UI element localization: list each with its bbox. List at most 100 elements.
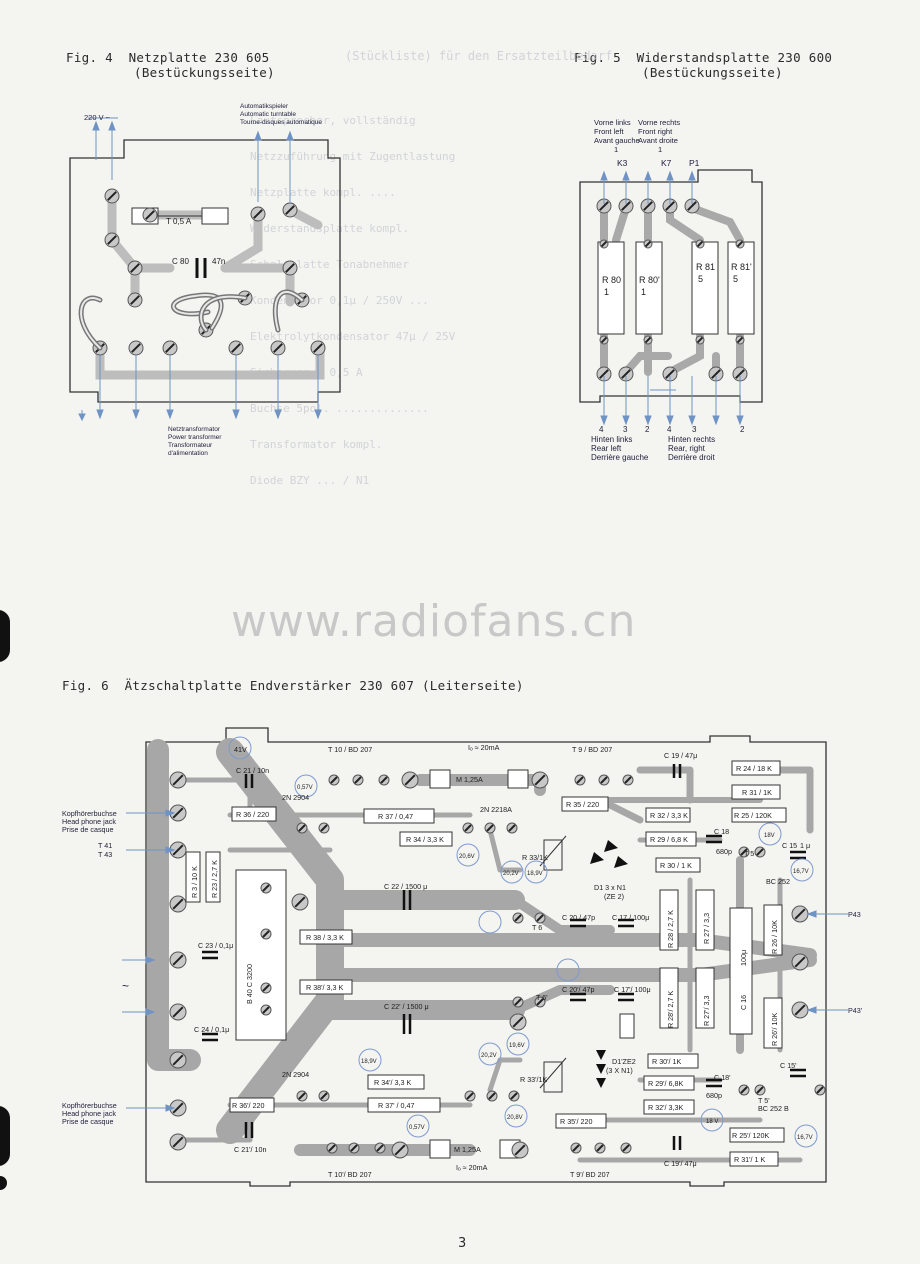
svg-text:Kondensator 0,1μ / 250V ...: Kondensator 0,1μ / 250V ...: [250, 294, 429, 307]
fig4-pad: [162, 340, 178, 356]
fig6-pad: [791, 953, 809, 971]
fig4-pad: [250, 206, 266, 222]
r35-label: R 35 / 220: [566, 800, 599, 809]
d1-label: D1 3 x N1: [594, 883, 626, 892]
k7-label: K7: [661, 158, 672, 168]
r29-label: R 29 / 6,8 K: [650, 835, 688, 844]
fig6-small-pad: [464, 1090, 476, 1102]
bottom-num-4r: 4: [667, 425, 672, 434]
punch-hole-bottom: [0, 1106, 10, 1166]
headphone-label-en: Head phone jack: [62, 817, 116, 826]
c17p-label: C 17'/ 100μ: [614, 985, 651, 994]
r37p-label: R 37' / 0,47: [378, 1101, 415, 1110]
r27-label: R 27 / 3,3: [702, 913, 711, 944]
v18-label: 18V: [764, 833, 775, 839]
r38p-label: R 38'/ 3,3 K: [306, 983, 344, 992]
turntable-label-fr: Tourne-disques automatique: [240, 119, 322, 126]
fig6-arrows: [122, 809, 848, 1112]
fig4-pad: [270, 340, 286, 356]
fig6-small-pad: [296, 822, 308, 834]
r81p-label: R 81': [731, 262, 752, 272]
svg-text:Buchse 5pol. ..............: Buchse 5pol. ..............: [250, 402, 429, 415]
k3-label: K3: [617, 158, 628, 168]
fig6-pad: [169, 1099, 187, 1117]
rear-left-de: Hinten links: [591, 435, 632, 444]
t9p-label: T 9'/ BD 207: [570, 1170, 610, 1179]
watermark: www.radiofans.cn: [231, 596, 637, 647]
p43p-label: P43': [848, 1006, 863, 1015]
resistor-r81p: [727, 241, 755, 335]
v057-label: 0,57V: [297, 785, 313, 791]
c22p-label: C 22' / 1500 μ: [384, 1002, 429, 1011]
r33-label: R 33/1K: [522, 853, 548, 862]
fig6-small-pad: [486, 1090, 498, 1102]
front-right-en: Front right: [638, 127, 673, 136]
fig6-small-pad: [512, 996, 524, 1008]
fig5-small-pad: [643, 335, 653, 345]
fig5-pad: [640, 198, 656, 214]
fig4-pad: [294, 292, 310, 308]
r23-label: R 23 / 2,7 K: [210, 860, 219, 898]
fig6-small-pad: [348, 1142, 360, 1154]
fig4-subtitle: (Bestückungsseite): [134, 65, 275, 80]
b40-label: B 40 C 3200: [245, 964, 254, 1004]
t43-label: T 43: [98, 850, 112, 859]
fig4-pad: [282, 202, 298, 218]
fig5-small-pad: [735, 335, 745, 345]
front-right-num: 1: [658, 145, 662, 154]
fig6-small-pad: [296, 1090, 308, 1102]
svg-text:Widerstandsplatte kompl.: Widerstandsplatte kompl.: [250, 222, 409, 235]
c22-label: C 22 / 1500 μ: [384, 882, 427, 891]
bottom-num-2: 2: [645, 425, 650, 434]
fig6-small-pad: [814, 1084, 826, 1096]
fig5-pad: [596, 198, 612, 214]
fig4-pad: [237, 290, 253, 306]
fig5-pad: [684, 198, 700, 214]
front-left-en: Front left: [594, 127, 625, 136]
fig6-small-pad: [598, 774, 610, 786]
fig6-small-pad: [378, 774, 390, 786]
fig6-small-pad: [328, 774, 340, 786]
r35p-label: R 35'/ 220: [560, 1117, 593, 1126]
v167-label: 16,7V: [793, 869, 809, 875]
fig6-pad: [169, 1003, 187, 1021]
fig4-pad: [198, 322, 214, 338]
r30p-label: R 30'/ 1K: [652, 1057, 682, 1066]
fig6-pad: [169, 951, 187, 969]
fig6-small-pad: [534, 912, 546, 924]
fig5-small-pad: [695, 335, 705, 345]
fig6-voltage-circles: [228, 736, 818, 1148]
fig4-pad: [142, 207, 158, 223]
fig5-subtitle: (Bestückungsseite): [642, 65, 783, 80]
transformer-label-fr: Transformateur: [168, 442, 213, 449]
fig6-small-pad: [506, 822, 518, 834]
resistor-r81: [691, 241, 719, 335]
fig5-pad: [662, 366, 678, 382]
fig6-small-pad: [260, 982, 272, 994]
fig6-pad: [791, 1001, 809, 1019]
t8p-type-label: 2N 2904: [282, 1070, 309, 1079]
p1-label: P1: [689, 158, 700, 168]
m125-label: M 1,25A: [456, 775, 483, 784]
svg-text:Diode BZY ... / N1: Diode BZY ... / N1: [250, 474, 369, 487]
fig5-pad: [708, 366, 724, 382]
fig5-arrows: [600, 170, 744, 426]
bc252b-label: BC 252 B: [758, 1104, 789, 1113]
fig5-small-pad: [695, 239, 705, 249]
fig5-title: Fig. 5 Widerstandsplatte 230 600: [574, 50, 833, 65]
c16-label: C 16: [739, 995, 748, 1010]
fig6-small-pad: [318, 822, 330, 834]
i20-label: Iₒ ≈ 20mA: [468, 743, 500, 752]
r33p-label: R 33'/1K: [520, 1075, 548, 1084]
front-right-fr: Avant droite: [638, 136, 678, 145]
fig4-pad: [128, 340, 144, 356]
fig6-pad: [391, 1141, 409, 1159]
fig6-pad: [169, 841, 187, 859]
fuse-label: T 0,5 A: [166, 217, 192, 226]
v167p-label: 16,7V: [797, 1135, 813, 1141]
fig6-pad: [169, 895, 187, 913]
t10p-label: T 10'/ BD 207: [328, 1170, 372, 1179]
r80p-label: R 80': [639, 275, 660, 285]
p43-label: P43: [848, 910, 861, 919]
r80p-value: 1: [641, 287, 646, 297]
